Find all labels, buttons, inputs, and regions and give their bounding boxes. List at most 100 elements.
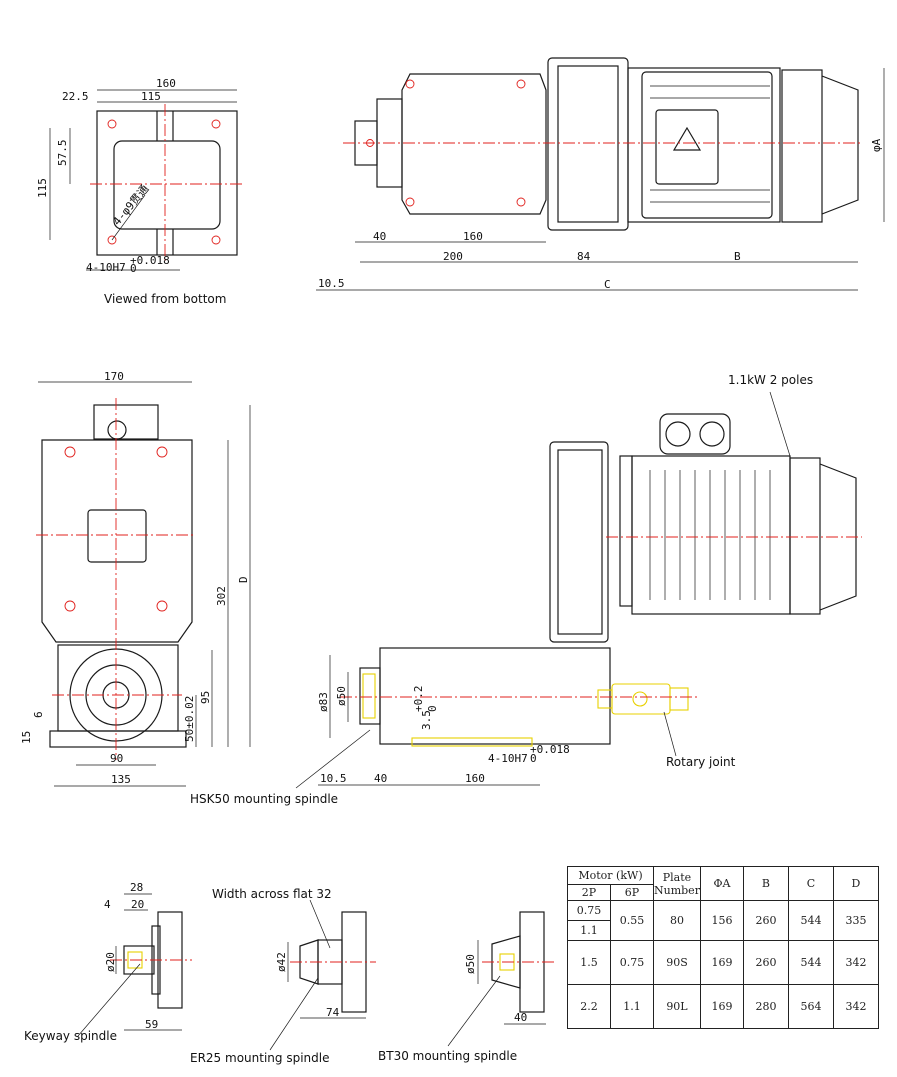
side-terminal-box <box>659 413 731 455</box>
dim-side-160: 160 <box>465 772 485 785</box>
dim-keyway-4: 4 <box>104 898 111 911</box>
cell-r2-6p: 0.75 <box>610 940 654 985</box>
motor-terminal-box <box>655 109 719 185</box>
cell-r3-b: 280 <box>742 984 789 1029</box>
th-phiA: ΦA <box>699 866 744 901</box>
bt30-taper <box>491 935 521 989</box>
dim-side-40: 40 <box>374 772 387 785</box>
cell-r1-a: 156 <box>699 900 744 941</box>
dim-side-pin-tol0: 0 <box>530 752 537 765</box>
dim-bottom-115-h: 115 <box>36 178 49 198</box>
dim-bt30-40: 40 <box>514 1011 527 1024</box>
cell-r2-d: 342 <box>832 940 879 985</box>
cell-r1-6p: 0.55 <box>610 900 654 941</box>
dim-front-135: 135 <box>111 773 131 786</box>
cell-r2-c: 544 <box>787 940 834 985</box>
cell-r1-c: 544 <box>787 900 834 941</box>
th-motor: Motor (kW) <box>567 866 654 885</box>
dim-bottom-pin-tol0: 0 <box>130 262 137 275</box>
hsk-spindle-tool <box>362 673 376 719</box>
dim-keyway-59: 59 <box>145 1018 158 1031</box>
dim-front-D: D <box>237 576 250 583</box>
caption-bottom-view: Viewed from bottom <box>104 292 226 306</box>
cell-r3-d: 342 <box>832 984 879 1029</box>
gear-head-body <box>401 73 547 215</box>
dim-bottom-22-5: 22.5 <box>62 90 89 103</box>
dim-keyway-20: 20 <box>131 898 144 911</box>
dim-er25-74: 74 <box>326 1006 340 1019</box>
bottom-window <box>113 140 221 230</box>
dim-side-3-5-tol: +0.2 <box>412 686 425 713</box>
dim-top-phiA: φA <box>870 138 883 152</box>
cell-r3-a: 169 <box>699 984 744 1029</box>
cell-r1-b: 260 <box>742 900 789 941</box>
dim-side-83: ø83 <box>317 692 330 712</box>
dim-side-50: ø50 <box>335 686 348 706</box>
motor-spec-table: Motor (kW) Plate Number ΦA B C D 2P 6P 0… <box>567 866 879 1029</box>
label-motor: 1.1kW 2 poles <box>728 373 813 387</box>
front-head-body <box>41 439 193 643</box>
gearbox-block <box>547 57 629 231</box>
dim-side-3-5: 3.5 <box>420 710 433 730</box>
dim-front-302: 302 <box>215 586 228 606</box>
dim-front-50: 50±0.02 <box>183 696 196 742</box>
cell-r3-2p: 2.2 <box>567 984 611 1029</box>
dim-front-95: 95 <box>199 691 212 704</box>
top-elevation-view: 40 160 200 84 B 10.5 C φA <box>316 57 885 291</box>
label-bt30-spindle: BT30 mounting spindle <box>378 1049 517 1063</box>
cell-r3-plate: 90L <box>653 984 701 1029</box>
dim-top-40: 40 <box>373 230 386 243</box>
dim-front-170: 170 <box>104 370 124 383</box>
front-label-plate <box>87 509 147 563</box>
rotary-joint <box>597 683 689 715</box>
th-C: C <box>787 866 834 901</box>
er25-spindle-view: ø42 74 Width across flat 32 ER25 mountin… <box>190 887 376 1065</box>
label-keyway-spindle: Keyway spindle <box>24 1029 117 1043</box>
dim-top-84: 84 <box>577 250 591 263</box>
label-hsk50-spindle: HSK50 mounting spindle <box>190 792 338 806</box>
dim-bottom-pin-tol: +0.018 <box>130 254 170 267</box>
cell-r2-a: 169 <box>699 940 744 985</box>
bt30-spindle-view: ø50 40 BT30 mounting spindle <box>378 911 556 1063</box>
dim-top-C: C <box>604 278 611 291</box>
dim-bottom-pins: 4-10H7 <box>86 261 126 274</box>
dim-front-6: 6 <box>32 711 45 718</box>
keyway-spindle-view: 28 20 4 ø20 59 Keyway spindle <box>24 881 192 1043</box>
dim-front-15: 15 <box>20 731 33 744</box>
dim-top-10-5: 10.5 <box>318 277 345 290</box>
front-base <box>49 730 187 748</box>
th-6p: 6P <box>610 884 654 901</box>
dim-er25-dia: ø42 <box>275 952 288 972</box>
dim-bt30-dia: ø50 <box>464 954 477 974</box>
dim-top-160: 160 <box>463 230 483 243</box>
th-D: D <box>832 866 879 901</box>
cell-r2-2p: 1.5 <box>567 940 611 985</box>
cell-r2-b: 260 <box>742 940 789 985</box>
dim-bottom-160: 160 <box>156 77 176 90</box>
dim-bottom-holes: 4-φ9贯通 <box>110 182 151 228</box>
dim-side-pin-tol: +0.018 <box>530 743 570 756</box>
side-fan-cover <box>789 457 821 615</box>
dim-side-3-5-tol0: 0 <box>426 705 439 712</box>
cell-r3-c: 564 <box>787 984 834 1029</box>
bottom-plate-outline <box>96 110 238 256</box>
cell-r1-2p-a: 0.75 <box>567 900 611 921</box>
dim-side-pins: 4-10H7 <box>488 752 528 765</box>
dim-keyway-dia: ø20 <box>104 952 117 972</box>
er25-nut <box>299 939 319 985</box>
side-view-vertical-motor: ø83 ø50 3.5 +0.2 0 4-10H7 +0.018 0 10.5 … <box>190 373 862 806</box>
dim-front-90: 90 <box>110 752 123 765</box>
th-2p: 2P <box>567 884 611 901</box>
cell-r1-d: 335 <box>832 900 879 941</box>
dim-side-10-5: 10.5 <box>320 772 347 785</box>
side-motor-body <box>631 455 791 615</box>
dim-top-B: B <box>734 250 741 263</box>
motor-body <box>627 67 781 223</box>
label-rotary-joint: Rotary joint <box>666 755 736 769</box>
th-plate: Plate Number <box>653 866 701 901</box>
front-view: 170 D 302 95 50±0.02 6 15 90 135 <box>20 370 251 787</box>
side-gearbox <box>549 441 609 643</box>
th-B: B <box>742 866 789 901</box>
